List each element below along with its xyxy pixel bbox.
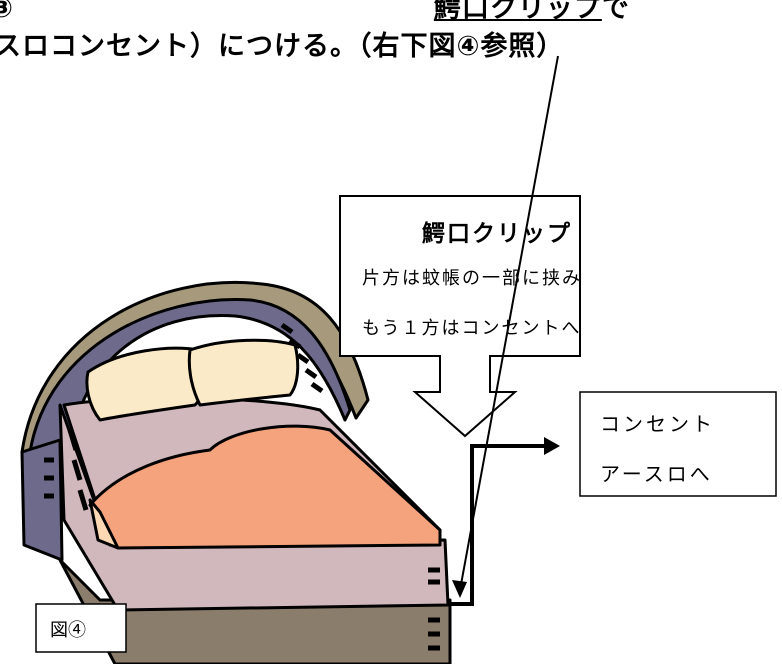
outlet-box	[579, 391, 777, 497]
outlet-line-2: アースロへ	[600, 462, 713, 486]
step-number: ③	[0, 0, 14, 24]
black-arrowhead	[544, 437, 560, 455]
callout-box	[339, 195, 581, 438]
clip-wire	[459, 55, 559, 591]
instruction-line-2: スロコンセント）につける。（右下図④参照）	[0, 31, 565, 62]
callout-line-1: 片方は蚊帳の一部に挟み	[362, 268, 582, 289]
line1-suffix: で	[601, 0, 630, 24]
black-right-arrow	[450, 444, 545, 606]
outlet-line-1: コンセント	[600, 412, 715, 436]
clip-wire-arrowhead	[452, 580, 467, 598]
callout-title: 鰐口クリップ	[422, 220, 572, 247]
callout-line-2: もう１方はコンセントへ	[362, 318, 582, 339]
instruction-line-1: ③ 鰐口クリップで	[0, 0, 630, 25]
figure-label-box	[35, 603, 127, 653]
bed-illustration	[20, 281, 452, 664]
figure-label: 図④	[50, 620, 86, 641]
clip-term: 鰐口クリップ	[433, 0, 602, 24]
